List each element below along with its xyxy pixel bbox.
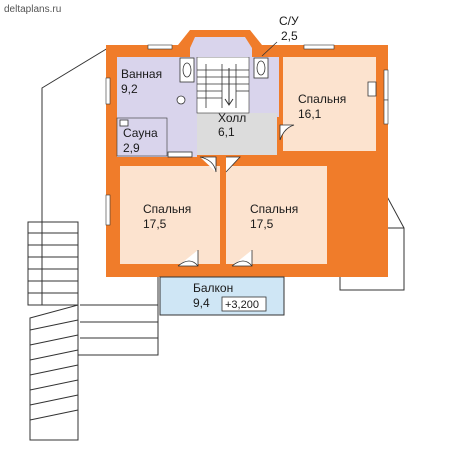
balcony-elevation: +3,200 [225, 299, 259, 311]
bedroom-sw-area: 17,5 [143, 217, 167, 231]
bedroom-sw-room [120, 166, 220, 264]
sauna-name: Сауна [123, 126, 158, 140]
wc-name: С/У [279, 14, 299, 28]
bedroom-sw-name: Спальня [143, 202, 191, 216]
wc-leader-line [261, 41, 278, 57]
bedroom-se-name: Спальня [250, 202, 298, 216]
bedroom-se-room [226, 166, 327, 264]
stair-well [196, 56, 250, 114]
bathroom-fixtures [119, 57, 269, 158]
site-label: deltaplans.ru [4, 4, 61, 15]
balcony-area: 9,4 [193, 296, 210, 310]
hall-name: Холл [218, 111, 246, 125]
bay-window [190, 37, 252, 57]
balcony-name: Балкон [193, 281, 233, 295]
bedroom-se-area: 17,5 [250, 217, 274, 231]
bedroom-ne-area: 16,1 [298, 107, 322, 121]
bedroom-ne-name: Спальня [298, 92, 346, 106]
stair-arrow-icon [224, 68, 234, 106]
bathroom-area: 9,2 [121, 82, 138, 96]
bedroom-ne-room [283, 57, 376, 151]
hall-room [197, 113, 277, 155]
wc-area: 2,5 [281, 29, 298, 43]
bathroom-name: Ванная [121, 67, 162, 81]
elevation-box [221, 296, 267, 312]
windows [105, 44, 389, 226]
roof-outline-left [27, 47, 159, 441]
sauna-area: 2,9 [123, 141, 140, 155]
doors [177, 81, 377, 267]
staircase [197, 64, 249, 108]
hall-area: 6,1 [218, 125, 235, 139]
